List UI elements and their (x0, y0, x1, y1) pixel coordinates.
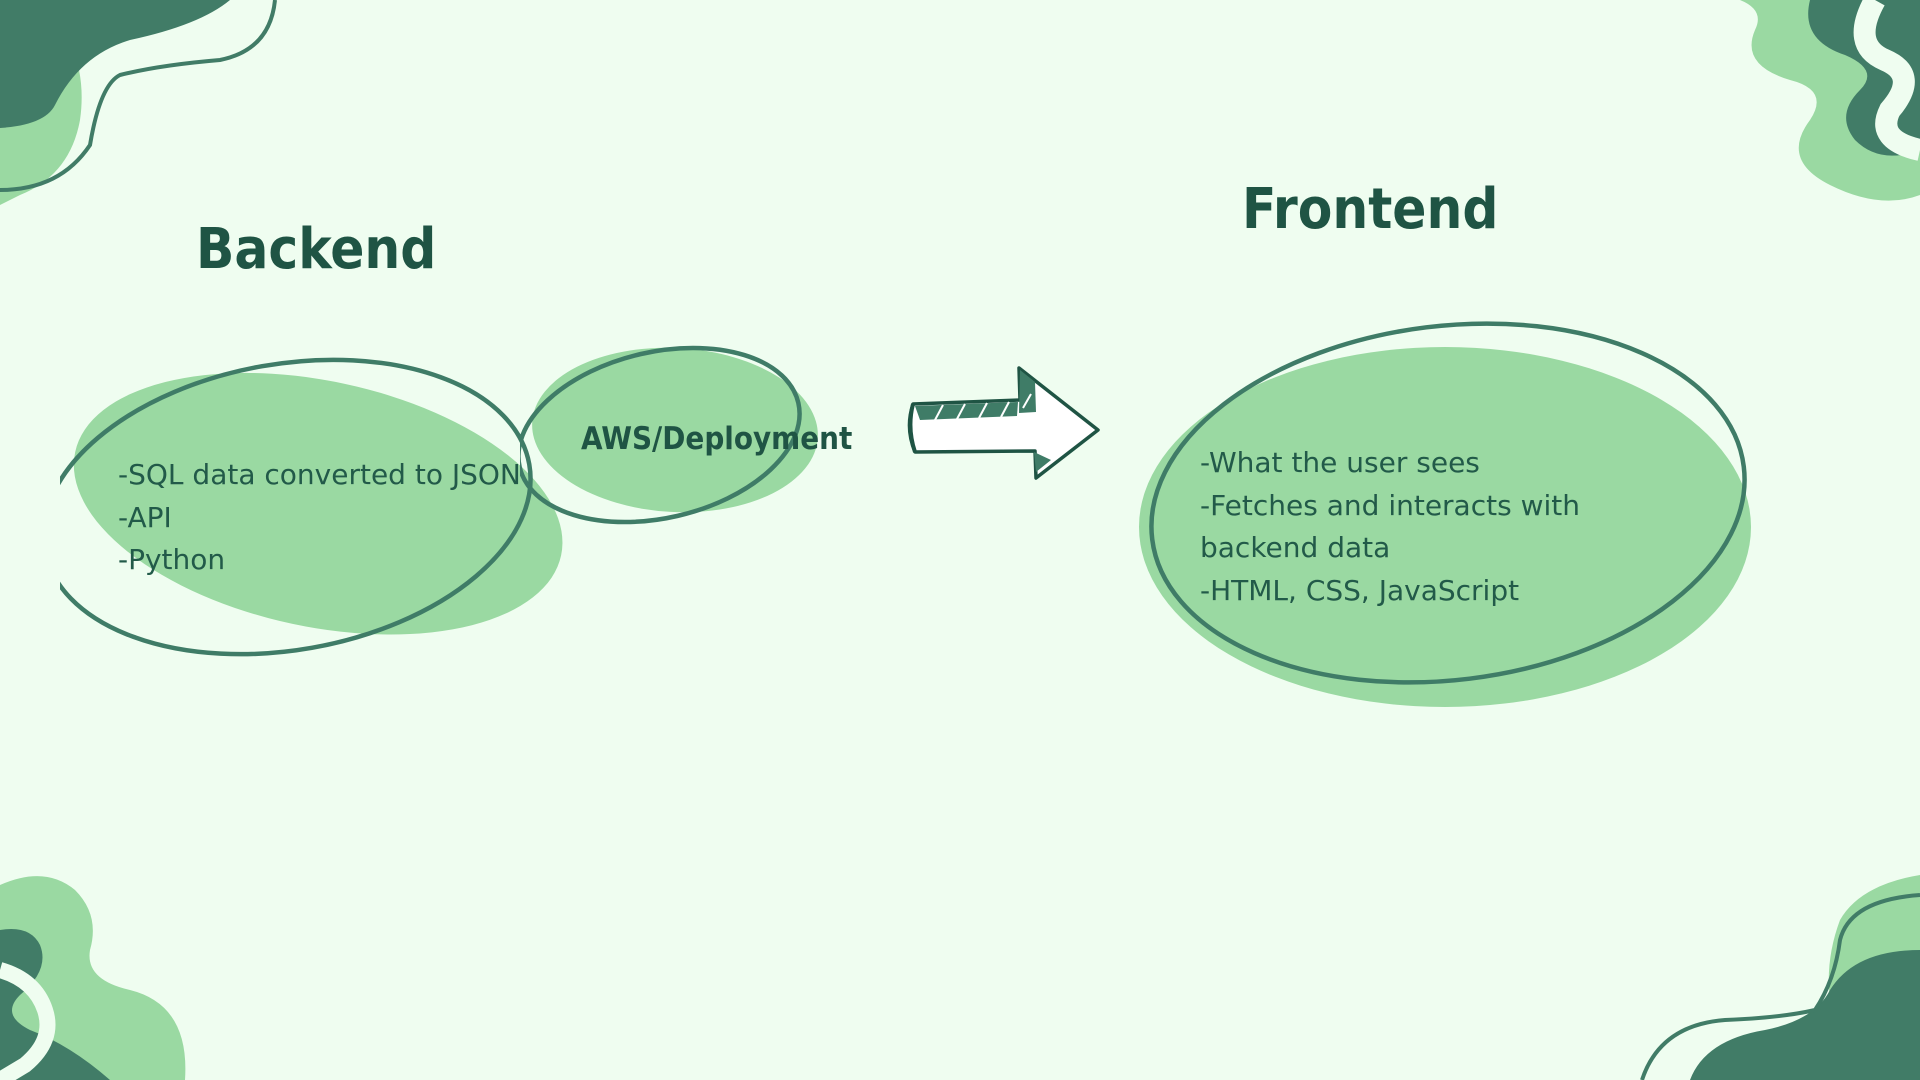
list-item: -HTML, CSS, JavaScript (1200, 573, 1520, 607)
backend-list: -SQL data converted to JSON -API -Python (118, 454, 521, 582)
corner-wave-top-left (0, 0, 277, 205)
deployment-bubble (520, 345, 818, 525)
corner-wave-bottom-right (1640, 875, 1920, 1080)
frontend-bubble (1139, 321, 1751, 707)
list-item: -Python (118, 543, 226, 576)
backend-title: Backend (196, 217, 437, 282)
list-item: -SQL data converted to JSON (118, 458, 521, 491)
list-item: -What the user sees (1200, 446, 1480, 479)
list-item: -API (118, 500, 172, 534)
list-item: -Fetches and interacts with backend data (1200, 488, 1580, 565)
frontend-list: -What the user sees -Fetches and interac… (1200, 442, 1700, 612)
corner-wave-bottom-left (0, 876, 186, 1080)
backend-bubble (60, 357, 563, 657)
frontend-title: Frontend (1242, 177, 1499, 242)
arrow-right-icon (907, 366, 1100, 480)
corner-wave-top-right (1740, 0, 1920, 201)
deployment-label: AWS/Deployment (581, 421, 853, 457)
